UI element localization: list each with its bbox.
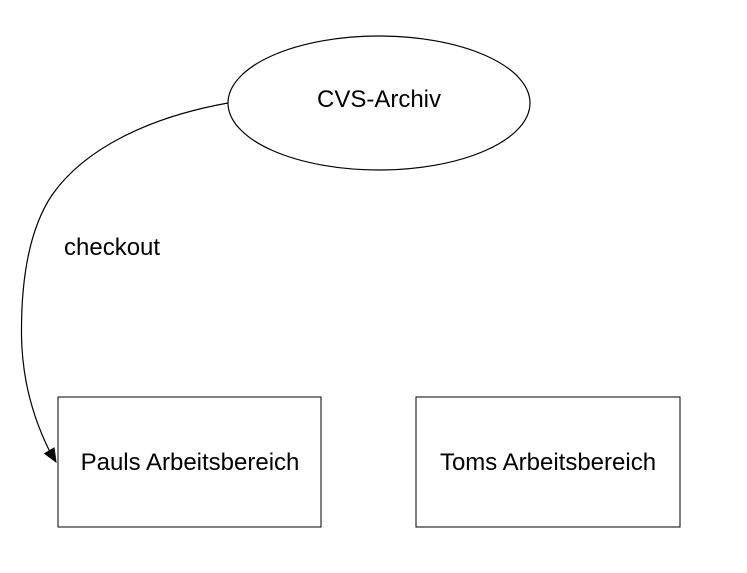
arrowhead-icon xyxy=(43,447,57,464)
pauls-workspace-box xyxy=(57,396,322,528)
toms-workspace-box xyxy=(415,396,681,528)
checkout-edge-label: checkout xyxy=(64,234,161,261)
checkout-arrow-curve xyxy=(20,102,229,453)
pauls-workspace-label: Pauls Arbeitsbereich xyxy=(80,449,300,476)
toms-workspace-label: Toms Arbeitsbereich xyxy=(439,449,657,476)
cvs-archive-label: CVS-Archiv xyxy=(316,86,442,113)
